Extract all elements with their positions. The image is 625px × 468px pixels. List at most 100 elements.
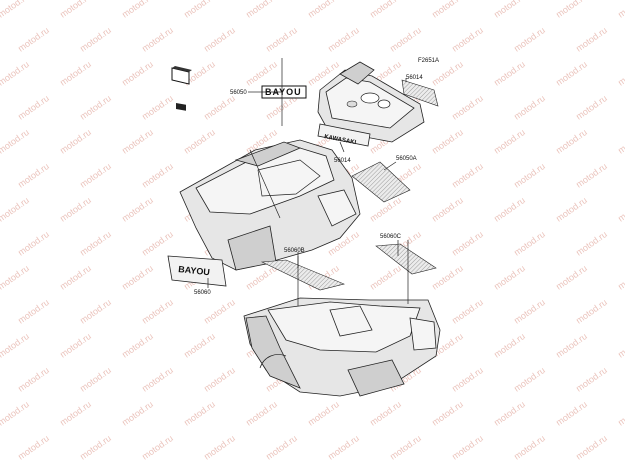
watermark-text: motod.ru xyxy=(140,297,175,326)
kawasaki-decal: KAWASAKI xyxy=(317,123,371,147)
watermark-text: motod.ru xyxy=(388,25,423,54)
watermark-text: motod.ru xyxy=(202,297,237,326)
bayou-decal-side: BAYOU xyxy=(167,255,227,287)
watermark-text: motod.ru xyxy=(512,433,547,462)
watermark-text: motod.ru xyxy=(616,0,625,20)
watermark-text: motod.ru xyxy=(244,59,279,88)
watermark-text: motod.ru xyxy=(616,399,625,428)
part-labels: 56050 56014 56014 56050A 56060B 56060C 5… xyxy=(194,75,423,296)
watermark-text: motod.ru xyxy=(574,229,609,258)
watermark-text: motod.ru xyxy=(574,297,609,326)
watermark-text: motod.ru xyxy=(554,127,589,156)
watermark-text: motod.ru xyxy=(450,93,485,122)
watermark-text: motod.ru xyxy=(140,433,175,462)
watermark-text: motod.ru xyxy=(450,297,485,326)
watermark-text: motod.ru xyxy=(202,365,237,394)
watermark-text: motod.ru xyxy=(16,433,51,462)
watermark-text: motod.ru xyxy=(182,331,217,360)
watermark-text: motod.ru xyxy=(182,127,217,156)
watermark-text: motod.ru xyxy=(16,161,51,190)
watermark-text: motod.ru xyxy=(326,25,361,54)
watermark-text: motod.ru xyxy=(326,433,361,462)
watermark-text: motod.ru xyxy=(182,0,217,20)
watermark-text: motod.ru xyxy=(58,0,93,20)
watermark-text: motod.ru xyxy=(16,25,51,54)
watermark-text: motod.ru xyxy=(368,399,403,428)
watermark-text: motod.ru xyxy=(512,229,547,258)
watermark-text: motod.ru xyxy=(58,331,93,360)
watermark-text: motod.ru xyxy=(388,433,423,462)
watermark-text: motod.ru xyxy=(450,229,485,258)
watermark-text: motod.ru xyxy=(554,399,589,428)
part-label-56060: 56060 xyxy=(194,290,211,296)
watermark-text: motod.ru xyxy=(120,0,155,20)
watermark-text: motod.ru xyxy=(78,433,113,462)
watermark-text: motod.ru xyxy=(0,127,31,156)
watermark-text: motod.ru xyxy=(120,127,155,156)
watermark-text: motod.ru xyxy=(202,25,237,54)
watermark-text: motod.ru xyxy=(140,93,175,122)
leader-lines xyxy=(207,58,409,306)
watermark-text: motod.ru xyxy=(78,25,113,54)
watermark-text: motod.ru xyxy=(58,59,93,88)
part-label-56050A: 56050A xyxy=(396,156,417,162)
watermark-text: motod.ru xyxy=(244,399,279,428)
watermark-text: motod.ru xyxy=(120,263,155,292)
watermark-text: motod.ru xyxy=(0,195,31,224)
watermark-text: motod.ru xyxy=(554,331,589,360)
watermark-text: motod.ru xyxy=(78,365,113,394)
watermark-text: motod.ru xyxy=(512,93,547,122)
watermark-text: motod.ru xyxy=(140,161,175,190)
watermark-text: motod.ru xyxy=(430,195,465,224)
watermark-text: motod.ru xyxy=(140,365,175,394)
watermark-text: motod.ru xyxy=(554,0,589,20)
part-label-56060C: 56060C xyxy=(380,234,402,240)
watermark-text: motod.ru xyxy=(140,25,175,54)
watermark-text: motod.ru xyxy=(492,263,527,292)
rear-fender xyxy=(243,297,441,397)
watermark-text: motod.ru xyxy=(78,161,113,190)
watermark-text: motod.ru xyxy=(264,433,299,462)
watermark-text: motod.ru xyxy=(574,365,609,394)
watermark-text: motod.ru xyxy=(512,297,547,326)
watermark-text: motod.ru xyxy=(58,127,93,156)
watermark-text: motod.ru xyxy=(574,25,609,54)
front-cover xyxy=(317,61,425,143)
watermark-text: motod.ru xyxy=(120,195,155,224)
watermark-text: motod.ru xyxy=(450,25,485,54)
watermark-text: motod.ru xyxy=(306,0,341,20)
watermark-text: motod.ru xyxy=(202,433,237,462)
watermark-text: motod.ru xyxy=(264,25,299,54)
part-label-56014-a: 56014 xyxy=(406,75,423,81)
watermark-text: motod.ru xyxy=(16,229,51,258)
watermark-text: motod.ru xyxy=(574,433,609,462)
watermark-text: motod.ru xyxy=(492,59,527,88)
watermark-text: motod.ru xyxy=(0,263,31,292)
watermark-text: motod.ru xyxy=(368,263,403,292)
watermark-text: motod.ru xyxy=(616,263,625,292)
decal-56014-top xyxy=(401,79,439,107)
watermark-text: motod.ru xyxy=(244,0,279,20)
watermark-text: motod.ru xyxy=(140,229,175,258)
bayou-decal-side-text: BAYOU xyxy=(178,264,211,277)
watermark-text: motod.ru xyxy=(492,399,527,428)
watermark-text: motod.ru xyxy=(512,25,547,54)
watermark-text: motod.ru xyxy=(368,0,403,20)
watermark-text: motod.ru xyxy=(182,399,217,428)
watermark-text: motod.ru xyxy=(0,0,31,20)
watermark-text: motod.ru xyxy=(450,161,485,190)
watermark-text: motod.ru xyxy=(120,331,155,360)
decal-56060B xyxy=(260,259,345,291)
watermark-text: motod.ru xyxy=(492,195,527,224)
watermark-text: motod.ru xyxy=(554,195,589,224)
watermark-text: motod.ru xyxy=(430,399,465,428)
watermark-text: motod.ru xyxy=(492,0,527,20)
watermark-text: motod.ru xyxy=(0,399,31,428)
bayou-decal-top-text: BAYOU xyxy=(265,87,302,97)
watermark-text: motod.ru xyxy=(58,195,93,224)
watermark-text: motod.ru xyxy=(120,399,155,428)
watermark-text: motod.ru xyxy=(554,59,589,88)
watermark-text: motod.ru xyxy=(78,229,113,258)
part-label-56014-b: 56014 xyxy=(334,158,351,164)
